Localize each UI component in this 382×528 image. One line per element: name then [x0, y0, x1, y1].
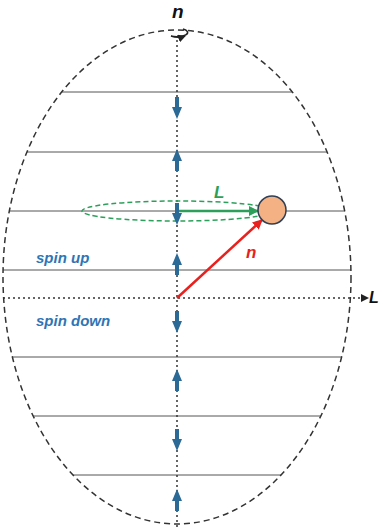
- l-axis: [3, 297, 368, 299]
- spin-down-arrow: [175, 311, 179, 327]
- orbit-ellipse: [82, 201, 272, 221]
- spin-down-arrow: [175, 97, 179, 113]
- axis-label: L: [369, 290, 379, 306]
- spin-label: spin down: [36, 313, 110, 328]
- l-vector: [177, 210, 258, 213]
- vector-label: L: [214, 184, 224, 201]
- spin-up-arrow: [175, 375, 179, 391]
- n-axis: [176, 40, 178, 528]
- spin-up-arrow: [175, 155, 179, 171]
- vector-label: n: [246, 244, 256, 261]
- spin-down-arrow: [175, 203, 179, 219]
- spin-up-arrow: [175, 259, 179, 275]
- spin-label: spin up: [36, 250, 89, 265]
- axis-label: n: [172, 2, 184, 21]
- particle: [258, 196, 286, 224]
- spin-down-arrow: [175, 429, 179, 445]
- n-vector: [177, 220, 262, 298]
- rotation-arrow: [171, 29, 188, 37]
- spin-up-arrow: [175, 495, 179, 511]
